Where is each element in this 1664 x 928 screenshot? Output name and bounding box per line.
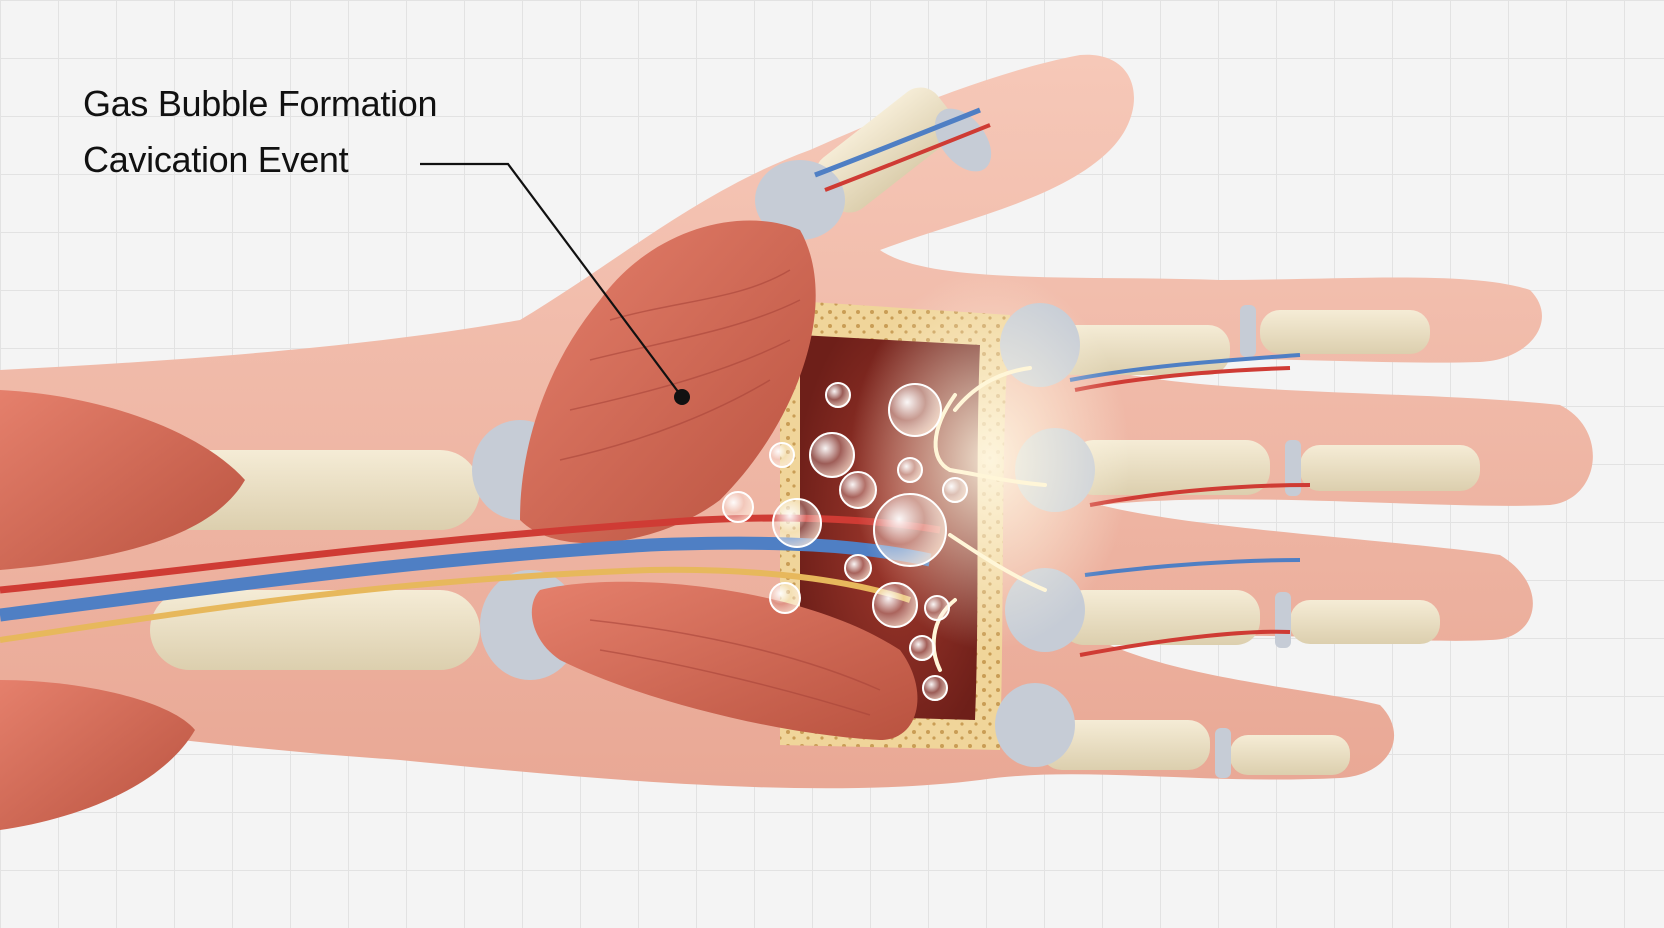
gas-bubble-icon: [888, 383, 942, 437]
callout-label: Gas Bubble Formation Cavication Event: [83, 76, 437, 188]
forearm-muscle-lower: [0, 680, 195, 830]
gas-bubbles: [722, 382, 968, 701]
callout-dot: [674, 389, 690, 405]
callout-line-2: Cavication Event: [83, 139, 349, 180]
thenar-muscle: [520, 220, 816, 544]
thumb-cartilage: [755, 160, 845, 240]
artery: [0, 514, 941, 594]
ulna-bone: [150, 590, 480, 670]
callout-line-1: Gas Bubble Formation: [83, 83, 438, 124]
nerve: [0, 566, 911, 643]
vein: [0, 536, 932, 622]
callout-leader-line: [420, 162, 683, 398]
forearm-muscle-upper: [0, 390, 245, 570]
